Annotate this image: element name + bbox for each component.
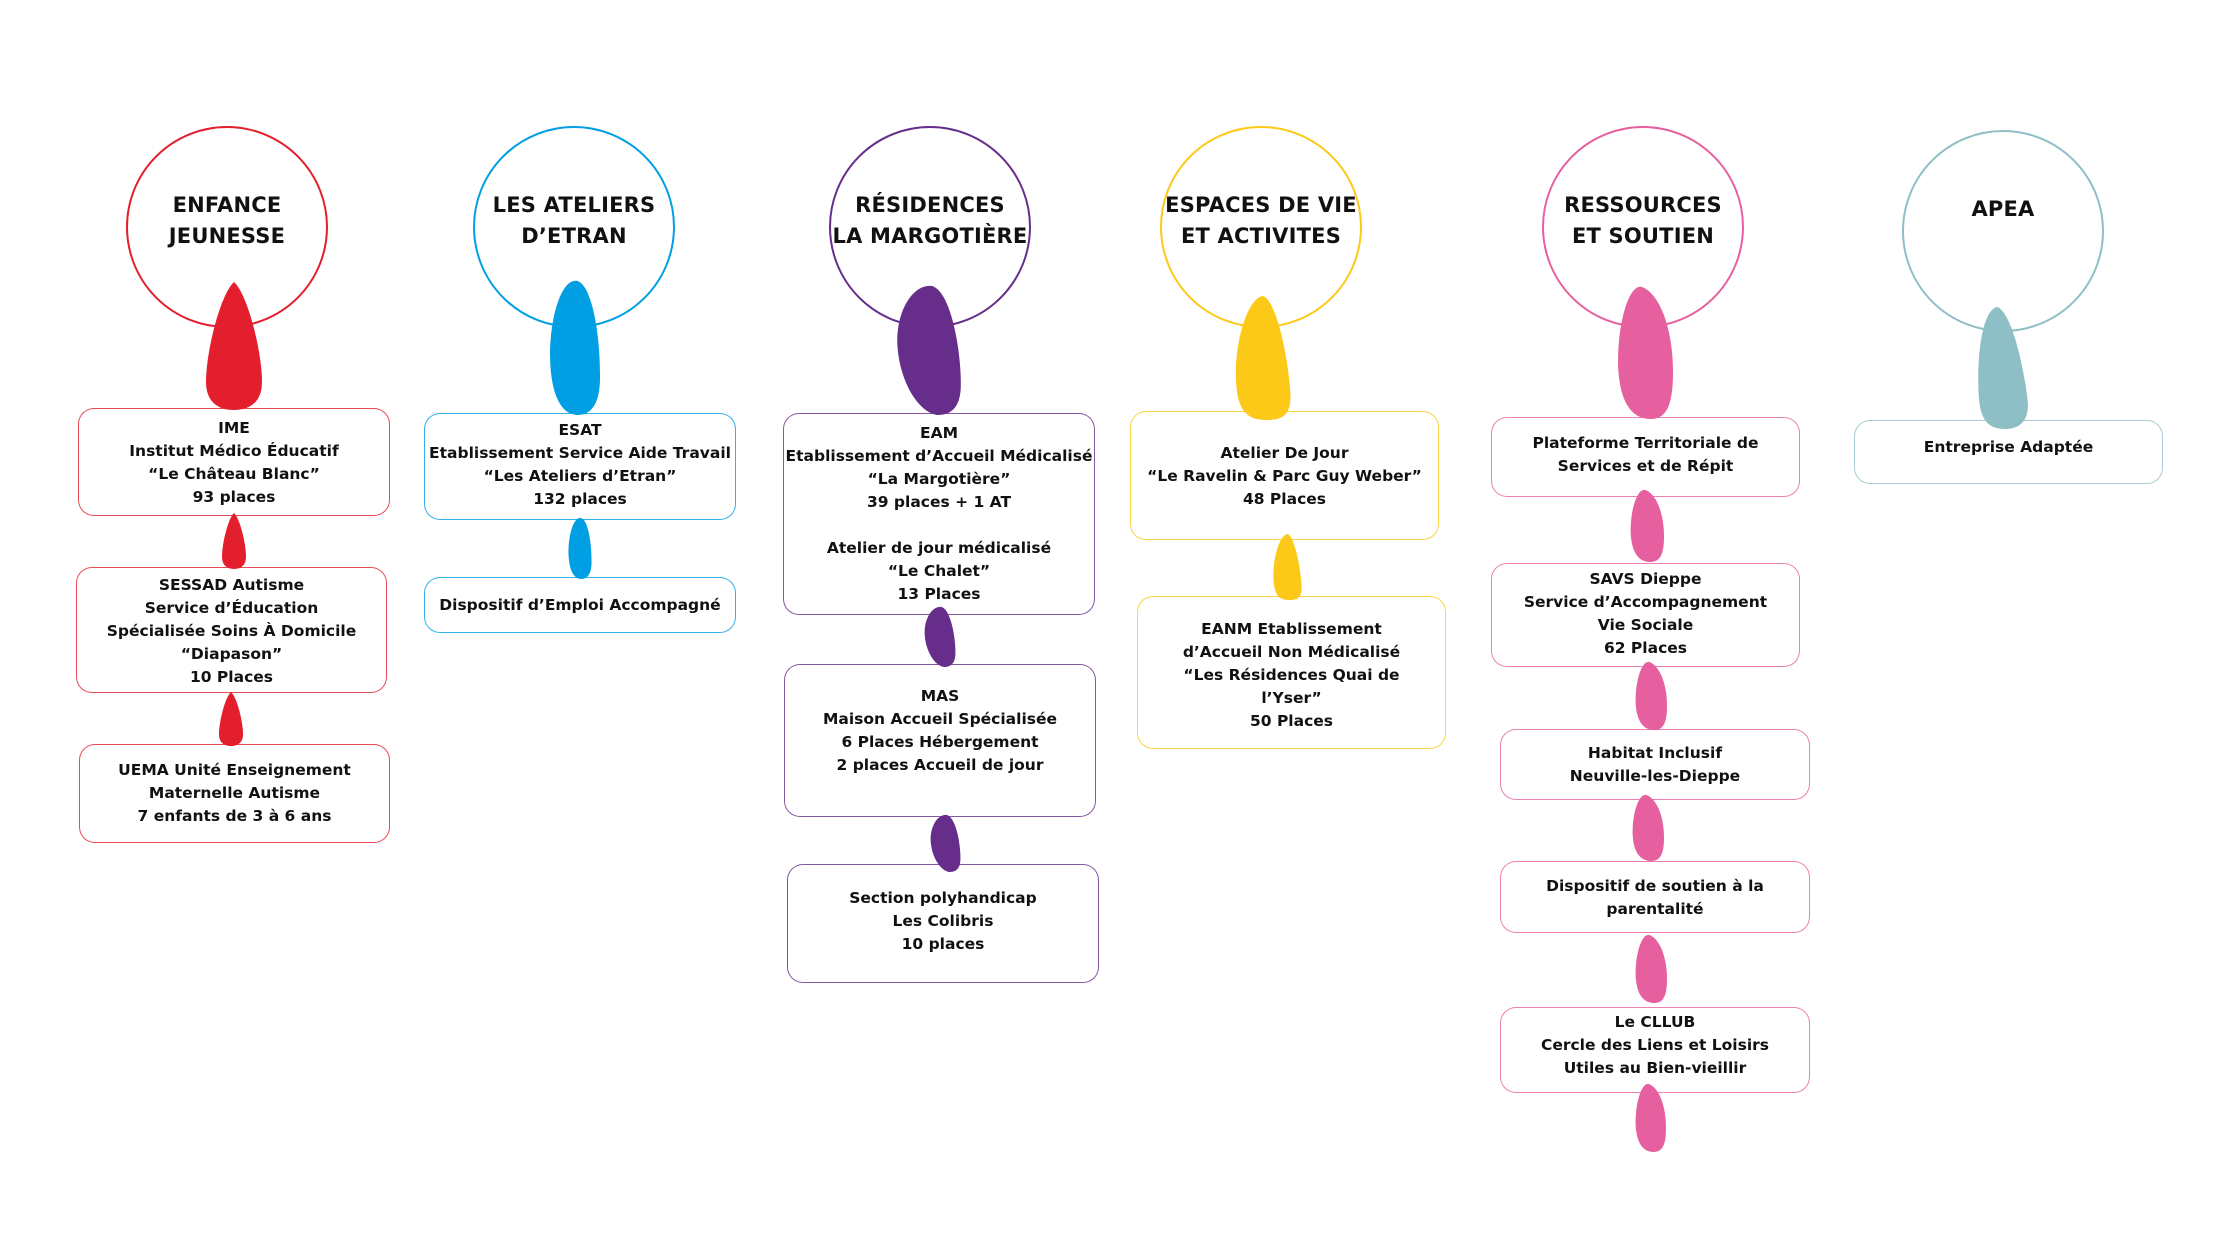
service-box-plateforme-repit: Plateforme Territoriale de Services et d… [1491, 417, 1800, 497]
blob-shape [930, 814, 961, 872]
category-title: RÉSIDENCES LA MARGOTIÈRE [832, 193, 1028, 248]
blob-shape [1978, 307, 2028, 429]
service-box-atelier-de-jour: Atelier De Jour “Le Ravelin & Parc Guy W… [1130, 411, 1439, 540]
connector-blob-icon [1635, 661, 1667, 730]
service-text: Entreprise Adaptée [1923, 438, 2094, 456]
connector-blob-icon [1977, 307, 2028, 429]
service-text: EAM Etablissement d’Accueil Médicalisé “… [785, 424, 1093, 603]
blob-shape [1635, 661, 1667, 730]
service-box-emploi-accompagne: Dispositif d’Emploi Accompagné [424, 577, 736, 633]
category-title: LES ATELIERS D’ETRAN [492, 193, 656, 248]
service-box-savs: SAVS Dieppe Service d’Accompagnement Vie… [1491, 563, 1800, 667]
service-box-mas: MAS Maison Accueil Spécialisée 6 Places … [784, 664, 1096, 817]
blob-shape [1630, 489, 1664, 562]
connector-blob-icon [1273, 534, 1303, 600]
service-box-eanm: EANM Etablissement d’Accueil Non Médical… [1137, 596, 1446, 749]
connector-blob-icon [930, 814, 961, 872]
blob-shape [568, 517, 592, 579]
category-title: ESPACES DE VIE ET ACTIVITES [1165, 193, 1357, 248]
service-text: SAVS Dieppe Service d’Accompagnement Vie… [1523, 570, 1768, 657]
connector-blob-icon [1635, 934, 1667, 1003]
service-box-sessad: SESSAD Autisme Service d’Éducation Spéci… [76, 567, 387, 693]
service-text: Plateforme Territoriale de Services et d… [1532, 434, 1759, 475]
category-circle-apea: APEA [1902, 130, 2104, 332]
service-box-cllub: Le CLLUB Cercle des Liens et Loisirs Uti… [1500, 1007, 1810, 1093]
blob-shape [1618, 286, 1673, 419]
blob-shape [1632, 794, 1664, 861]
connector-blob-icon [1632, 794, 1664, 861]
service-text: EANM Etablissement d’Accueil Non Médical… [1182, 620, 1401, 730]
blob-shape [1635, 1083, 1666, 1152]
service-text: Le CLLUB Cercle des Liens et Loisirs Uti… [1540, 1013, 1770, 1077]
service-box-habitat-inclusif: Habitat Inclusif Neuville-les-Dieppe [1500, 729, 1810, 800]
service-text: Dispositif de soutien à la parentalité [1546, 877, 1764, 918]
connector-blob-icon [1635, 1083, 1666, 1152]
category-title: ENFANCE JEUNESSE [168, 193, 286, 248]
service-text: SESSAD Autisme Service d’Éducation Spéci… [106, 576, 357, 686]
blob-shape [219, 692, 243, 746]
blob-shape [1235, 296, 1291, 420]
blob-shape [1273, 534, 1302, 600]
blob-shape [897, 285, 961, 415]
connector-blob-icon [1617, 286, 1673, 419]
service-text: Atelier De Jour “Le Ravelin & Parc Guy W… [1147, 444, 1422, 508]
connector-blob-icon [219, 692, 243, 746]
service-box-esat: ESAT Etablissement Service Aide Travail … [424, 413, 736, 520]
service-text: Habitat Inclusif Neuville-les-Dieppe [1569, 744, 1741, 785]
service-box-section-polyhandicap: Section polyhandicap Les Colibris 10 pla… [787, 864, 1099, 983]
connector-blob-icon [896, 285, 962, 415]
connector-blob-icon [549, 280, 601, 415]
service-box-eam: EAM Etablissement d’Accueil Médicalisé “… [783, 413, 1095, 615]
connector-blob-icon [222, 513, 246, 569]
connector-blob-icon [206, 282, 262, 410]
service-box-soutien-parentalite: Dispositif de soutien à la parentalité [1500, 861, 1810, 933]
connector-blob-icon [1235, 296, 1293, 420]
service-text: UEMA Unité Enseignement Maternelle Autis… [118, 761, 351, 825]
category-title: RESSOURCES ET SOUTIEN [1564, 193, 1722, 248]
service-text: Dispositif d’Emploi Accompagné [439, 596, 721, 614]
service-text: ESAT Etablissement Service Aide Travail … [429, 421, 731, 508]
blob-shape [550, 280, 601, 415]
blob-shape [206, 282, 262, 410]
blob-shape [1635, 934, 1667, 1003]
service-text: Section polyhandicap Les Colibris 10 pla… [849, 889, 1037, 953]
service-text: IME Institut Médico Éducatif “Le Château… [129, 419, 339, 506]
service-box-uema: UEMA Unité Enseignement Maternelle Autis… [79, 744, 390, 843]
connector-blob-icon [568, 517, 592, 579]
connector-blob-icon [1630, 489, 1664, 562]
service-box-entreprise-adaptee: Entreprise Adaptée [1854, 420, 2163, 484]
service-box-ime: IME Institut Médico Éducatif “Le Château… [78, 408, 390, 516]
connector-blob-icon [924, 606, 956, 667]
blob-shape [222, 513, 246, 569]
service-text: MAS Maison Accueil Spécialisée 6 Places … [822, 687, 1058, 774]
blob-shape [924, 606, 956, 667]
category-title: APEA [1971, 197, 2035, 221]
